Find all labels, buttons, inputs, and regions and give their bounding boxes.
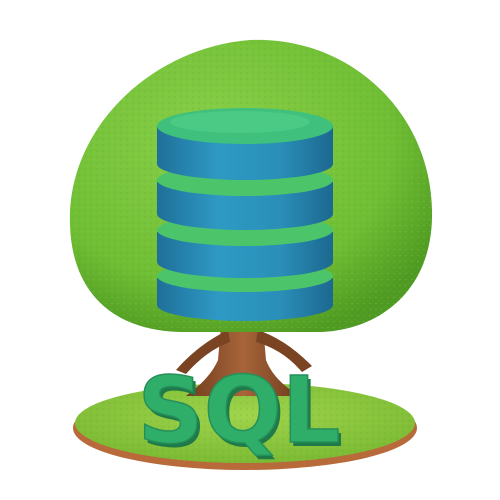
grass-platform <box>73 383 417 470</box>
tree-trunk <box>176 315 312 396</box>
database-icon <box>157 108 333 321</box>
svg-text:SQL: SQL <box>137 357 340 464</box>
sql-wordmark: SQL SQL <box>137 356 344 468</box>
svg-text:SQL: SQL <box>140 361 343 468</box>
